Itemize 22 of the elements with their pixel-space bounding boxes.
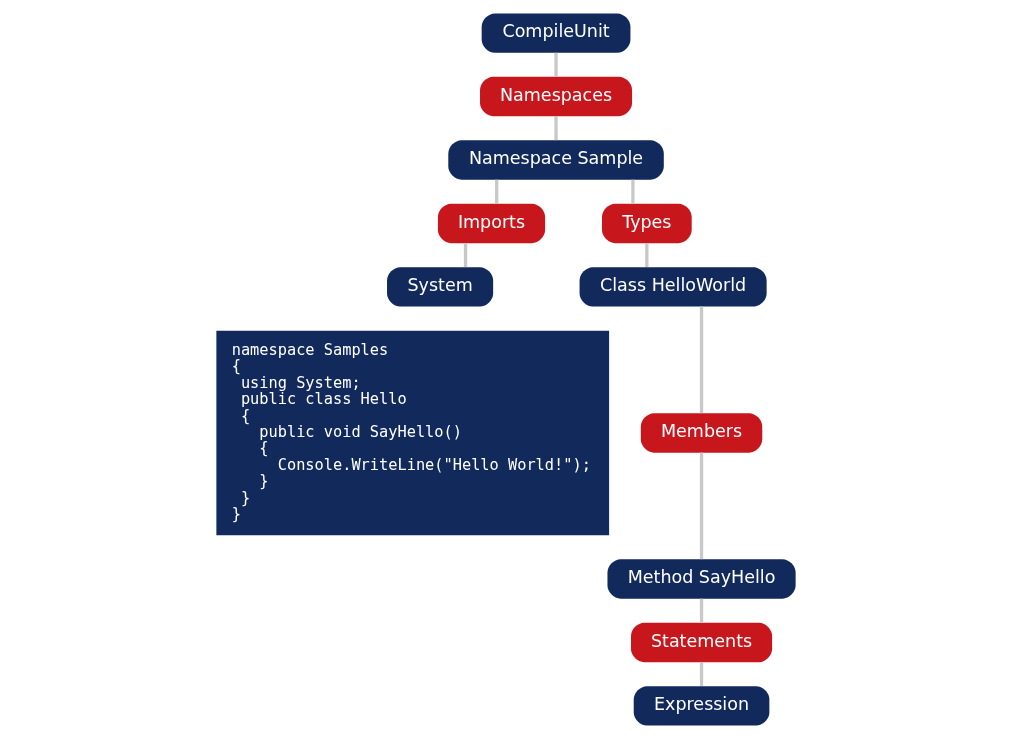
node-box: Namespace Sample — [447, 139, 664, 180]
node-box: Namespaces — [479, 76, 632, 116]
node-box: Expression — [633, 685, 769, 726]
connector — [699, 598, 703, 622]
connector — [553, 52, 558, 77]
connector — [644, 242, 648, 267]
connector — [463, 242, 467, 267]
connector — [630, 179, 635, 204]
connector — [699, 661, 703, 686]
node-box: Class HelloWorld — [579, 266, 767, 307]
node-box: Method SayHello — [606, 558, 796, 599]
node-box: Statements — [630, 622, 772, 662]
node-box: namespace Samples { using System; public class Hello { public void SayHello() { Console.WriteLine("Hello World!"); } } } — [215, 330, 609, 535]
connector — [494, 179, 498, 204]
node-box: CompileUnit — [481, 12, 630, 53]
connector — [553, 115, 558, 140]
node-box: Imports — [437, 203, 545, 243]
node-box: Types — [601, 203, 692, 243]
connector — [699, 452, 703, 559]
node-box: Members — [640, 412, 762, 453]
connector — [699, 306, 703, 413]
node-box: System — [386, 266, 493, 307]
